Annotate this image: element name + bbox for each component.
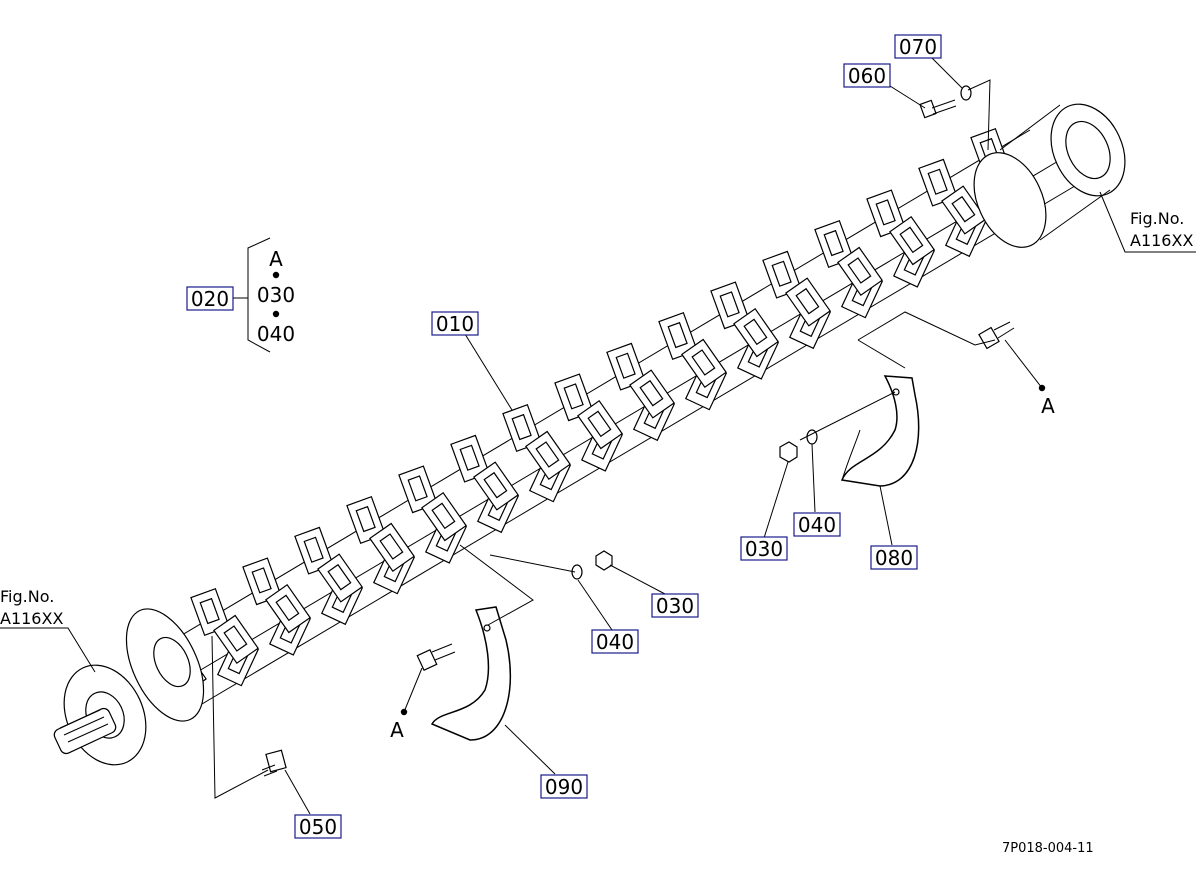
a-marker-dot-left [400,708,408,716]
callout-010[interactable]: 010 [431,311,479,336]
svg-text:070: 070 [899,35,937,59]
tine-holder [629,369,675,419]
tine-holder [681,338,727,389]
tine-holder [421,491,467,542]
svg-text:010: 010 [436,312,474,336]
tine-holder [473,461,519,511]
tine-holder [941,185,987,235]
tine-holder [265,583,311,634]
fig-ref-right-line2: A116XX [1130,231,1193,250]
set-item-030: 030 [257,283,295,307]
svg-text:060: 060 [848,64,886,88]
tine-holder [889,215,935,266]
a-marker-right: A [1041,394,1055,418]
tine-holder [866,189,906,238]
tine-holder [317,553,363,603]
tine-090 [430,606,512,741]
tine-holder [242,557,282,606]
svg-text:020: 020 [191,287,229,311]
tine-holder [502,403,542,453]
left-flange [53,608,205,766]
callout-030-upper[interactable]: 030 [740,536,788,561]
tine-holder [369,522,415,573]
svg-text:040: 040 [596,630,634,654]
tine-holder [837,246,883,297]
tine-holder [762,250,802,299]
tine-holder [577,399,623,450]
leader-lines [0,55,1196,815]
tine-holder [525,430,571,481]
tine-holder [294,526,334,575]
svg-text:040: 040 [798,513,836,537]
set-item-a: A [269,247,283,271]
a-marker-dot-right [1038,384,1046,392]
fig-ref-right-line1: Fig.No. [1130,209,1184,228]
svg-text:050: 050 [299,815,337,839]
set-dot-2 [272,310,280,318]
callout-050[interactable]: 050 [294,814,342,839]
tine-holder [785,277,831,327]
tine-holder [346,495,386,545]
set-dot-1 [272,271,280,279]
callout-070[interactable]: 070 [894,34,942,59]
callout-040-upper[interactable]: 040 [793,512,841,537]
svg-text:030: 030 [656,594,694,618]
a-marker-left: A [390,718,404,742]
callout-040-lower[interactable]: 040 [591,629,639,654]
fig-ref-left-line2: A116XX [0,609,63,628]
svg-text:090: 090 [545,775,583,799]
callout-060[interactable]: 060 [843,63,891,88]
tine-holder [398,465,438,514]
fig-ref-left-line1: Fig.No. [0,587,54,606]
callout-030-lower[interactable]: 030 [651,593,699,618]
right-flange [973,103,1126,248]
tine-holder [213,614,259,665]
callout-080[interactable]: 080 [870,545,918,570]
tine-080 [840,375,920,487]
drawing-code: 7P018-004-11 [1002,841,1094,856]
callout-020[interactable]: 020 [186,286,234,311]
callout-090[interactable]: 090 [540,774,588,799]
set-item-040: 040 [257,322,295,346]
tine-holder [733,307,779,358]
svg-text:030: 030 [745,537,783,561]
hardware [261,85,1015,777]
svg-text:080: 080 [875,546,913,570]
tine-holder [190,587,230,637]
